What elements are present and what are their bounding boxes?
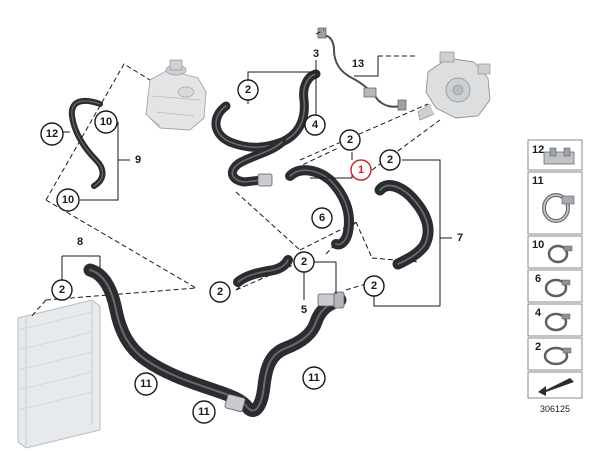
thermostat-housing xyxy=(417,51,491,121)
spring-clamp-icon xyxy=(543,346,572,366)
svg-text:12: 12 xyxy=(46,128,58,140)
callout-2-d[interactable]: 2 xyxy=(209,281,231,303)
callout-11-c[interactable]: 11 xyxy=(302,366,326,390)
legend-arrow xyxy=(527,371,583,399)
callout-11-a[interactable]: 11 xyxy=(134,372,158,396)
svg-text:11: 11 xyxy=(198,406,210,418)
svg-text:2: 2 xyxy=(245,84,251,96)
legend-item-12[interactable]: 12 xyxy=(527,139,583,171)
svg-text:1: 1 xyxy=(358,164,364,176)
legend-item-6[interactable]: 6 xyxy=(527,269,583,303)
callout-10-a[interactable]: 10 xyxy=(94,110,118,134)
svg-text:11: 11 xyxy=(308,372,320,384)
legend-item-4[interactable]: 4 xyxy=(527,303,583,337)
group-label-7: 7 xyxy=(457,232,463,244)
legend-item-2[interactable]: 2 xyxy=(527,337,583,371)
callout-2-a[interactable]: 2 xyxy=(339,129,361,151)
legend-item-10[interactable]: 10 xyxy=(527,235,583,269)
callout-2-e[interactable]: 2 xyxy=(51,279,73,301)
direction-arrow-icon xyxy=(538,378,574,396)
temperature-sensor-cable xyxy=(317,27,407,111)
callout-2-c[interactable]: 2 xyxy=(293,251,315,273)
callout-2-b[interactable]: 2 xyxy=(379,149,401,171)
spring-clamp-icon xyxy=(547,244,573,264)
diagram-number: 306125 xyxy=(540,404,570,414)
expansion-tank xyxy=(145,59,207,131)
svg-text:10: 10 xyxy=(100,116,112,128)
callout-2-f[interactable]: 2 xyxy=(363,275,385,297)
svg-text:10: 10 xyxy=(532,239,544,251)
svg-text:4: 4 xyxy=(535,307,542,319)
legend-item-11[interactable]: 11 xyxy=(527,171,583,235)
spring-clamp-icon xyxy=(544,312,571,332)
group-label-8: 8 xyxy=(77,236,83,248)
svg-text:2: 2 xyxy=(301,256,307,268)
svg-text:2: 2 xyxy=(59,284,65,296)
clip-icon xyxy=(543,147,575,165)
callout-1[interactable]: 1 xyxy=(350,159,372,181)
svg-text:2: 2 xyxy=(371,280,377,292)
svg-text:4: 4 xyxy=(312,119,319,131)
svg-text:2: 2 xyxy=(217,286,223,298)
group-label-13: 13 xyxy=(352,58,364,70)
dashed-reference-lines xyxy=(29,29,441,319)
group-label-9: 9 xyxy=(135,154,141,166)
group-label-5: 5 xyxy=(301,304,307,316)
spring-clamp-icon xyxy=(544,278,571,298)
group-label-3: 3 xyxy=(313,48,319,60)
svg-text:6: 6 xyxy=(319,212,325,224)
radiator xyxy=(17,299,101,449)
hose-clamp-icon xyxy=(542,193,575,223)
svg-text:11: 11 xyxy=(140,378,152,390)
hoses xyxy=(68,69,434,417)
parts-legend: 12 11 10 xyxy=(527,139,583,414)
svg-text:11: 11 xyxy=(532,175,544,187)
svg-text:2: 2 xyxy=(347,134,353,146)
callout-6[interactable]: 6 xyxy=(311,207,333,229)
svg-text:2: 2 xyxy=(387,154,393,166)
callout-12[interactable]: 12 xyxy=(40,122,64,146)
callout-10-b[interactable]: 10 xyxy=(56,188,80,212)
svg-text:12: 12 xyxy=(532,144,544,156)
callout-11-b[interactable]: 11 xyxy=(192,400,216,424)
callout-2-g[interactable]: 2 xyxy=(237,79,259,101)
svg-text:10: 10 xyxy=(62,194,74,206)
svg-text:6: 6 xyxy=(535,273,541,285)
callout-4[interactable]: 4 xyxy=(304,114,326,136)
svg-text:2: 2 xyxy=(535,341,541,353)
